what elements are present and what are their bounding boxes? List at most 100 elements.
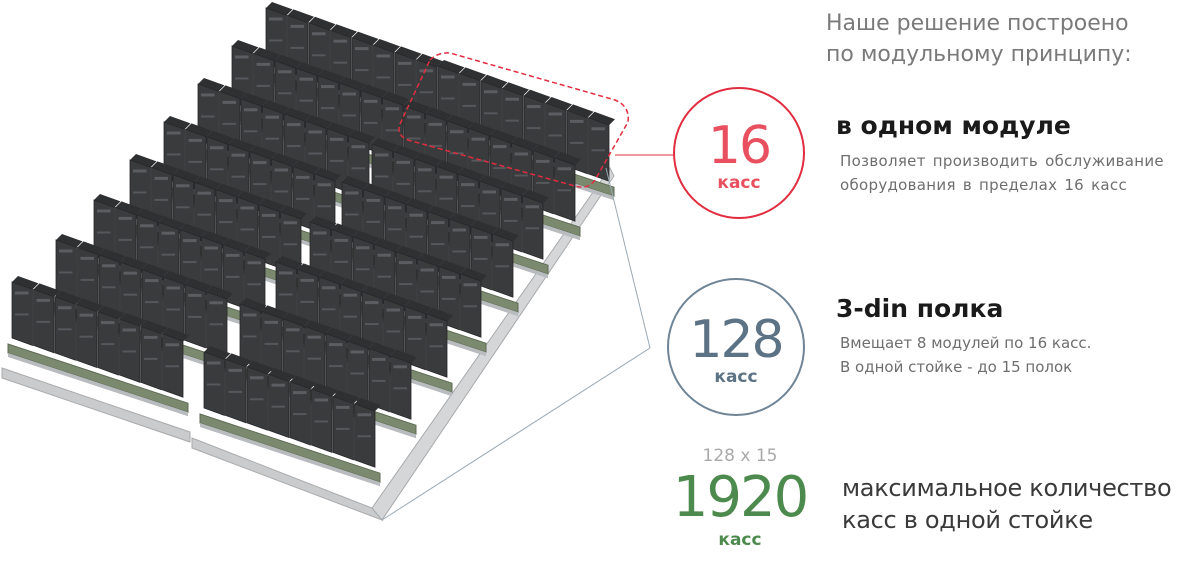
device-top — [293, 160, 320, 174]
device-slot — [231, 153, 245, 157]
device-slot — [419, 69, 433, 73]
shelf-title: 3-din полка — [836, 294, 1004, 323]
device-top — [468, 122, 495, 136]
device-top — [524, 89, 551, 103]
device-top — [151, 161, 178, 175]
device-slot — [165, 365, 179, 368]
device-slot — [356, 246, 370, 250]
device-slot — [235, 55, 249, 59]
device-top — [567, 104, 594, 118]
device-top — [162, 327, 189, 342]
device-top — [216, 183, 243, 197]
device-slot — [188, 315, 202, 318]
module-count-circle: 16 касс — [673, 87, 805, 219]
device-slot — [482, 190, 496, 194]
device-top — [276, 256, 303, 270]
device-slot — [386, 330, 400, 333]
device-top — [115, 201, 142, 215]
device-top — [458, 167, 485, 181]
device-slot — [398, 61, 412, 65]
device-slot — [204, 246, 218, 250]
device-slot — [228, 390, 242, 393]
device-top — [98, 305, 125, 319]
device-top — [492, 227, 519, 242]
device-top — [296, 62, 323, 76]
device-slot — [482, 212, 496, 215]
device-slot — [279, 271, 293, 275]
device-top — [353, 230, 380, 245]
device-slot — [334, 238, 348, 242]
device-slot — [329, 365, 343, 368]
device-slot — [210, 168, 224, 171]
device-slot — [525, 205, 539, 209]
device-slot — [396, 160, 410, 164]
board-rail — [8, 353, 188, 417]
device-slot — [274, 168, 288, 172]
device-slot — [420, 290, 434, 293]
device-top — [319, 270, 346, 285]
device-slot — [429, 323, 443, 327]
device-slot — [393, 387, 407, 390]
device-slot — [300, 278, 314, 282]
device-slot — [144, 357, 158, 360]
device-slot — [342, 92, 356, 96]
device-slot — [365, 301, 379, 305]
device-slot — [407, 137, 421, 140]
device-slot — [231, 175, 245, 178]
device-top — [185, 123, 212, 137]
device-slot — [283, 243, 297, 246]
device-slot — [247, 283, 261, 286]
gray-callout-line-top — [605, 167, 651, 349]
device-top — [271, 153, 298, 167]
device-slot — [372, 357, 386, 361]
gray-callout-line-bottom — [381, 347, 651, 521]
device-slot — [314, 420, 328, 423]
device-slot — [333, 39, 347, 43]
device-top — [290, 375, 317, 389]
right-device-rows — [199, 60, 615, 487]
device-slot — [495, 243, 509, 247]
intro-text: Наше решение построено по модульному при… — [826, 8, 1186, 70]
device-top — [327, 122, 354, 136]
device-slot — [322, 308, 336, 311]
device-slot — [244, 130, 258, 133]
device-slot — [250, 398, 264, 401]
device-slot — [317, 205, 331, 208]
device-slot — [439, 197, 453, 200]
device-top — [268, 368, 295, 382]
device-top — [501, 182, 528, 196]
device-slot — [336, 427, 350, 430]
device-slot — [271, 405, 285, 408]
device-slot — [201, 93, 215, 97]
device-slot — [591, 149, 605, 152]
device-top — [314, 167, 341, 182]
device-slot — [183, 261, 197, 264]
device-slot — [536, 159, 550, 163]
device-top — [223, 238, 250, 252]
device-slot — [484, 112, 498, 115]
device-slot — [222, 122, 236, 125]
device-slot — [350, 350, 364, 354]
device-slot — [399, 283, 413, 286]
device-top — [99, 248, 126, 263]
device-top — [372, 138, 399, 152]
device-top — [241, 92, 268, 107]
device-slot — [375, 153, 389, 157]
device-top — [382, 91, 409, 106]
device-slot — [505, 97, 519, 101]
device-slot — [514, 174, 528, 177]
device-slot — [396, 182, 410, 185]
module-desc-line-2: оборудования в пределах 16 касс — [840, 176, 1128, 194]
shelf-description: Вмещает 8 модулей по 16 касс. В одной ст… — [840, 331, 1091, 379]
device-slot — [336, 405, 350, 409]
device-top — [511, 137, 538, 151]
device-slot — [269, 39, 283, 42]
device-slot — [176, 206, 190, 209]
device-slot — [471, 159, 485, 162]
device-slot — [269, 17, 283, 21]
device-slot — [388, 206, 402, 210]
device-slot — [265, 115, 279, 119]
device-top — [373, 39, 400, 53]
device-top — [247, 360, 274, 375]
device-slot — [388, 228, 402, 231]
